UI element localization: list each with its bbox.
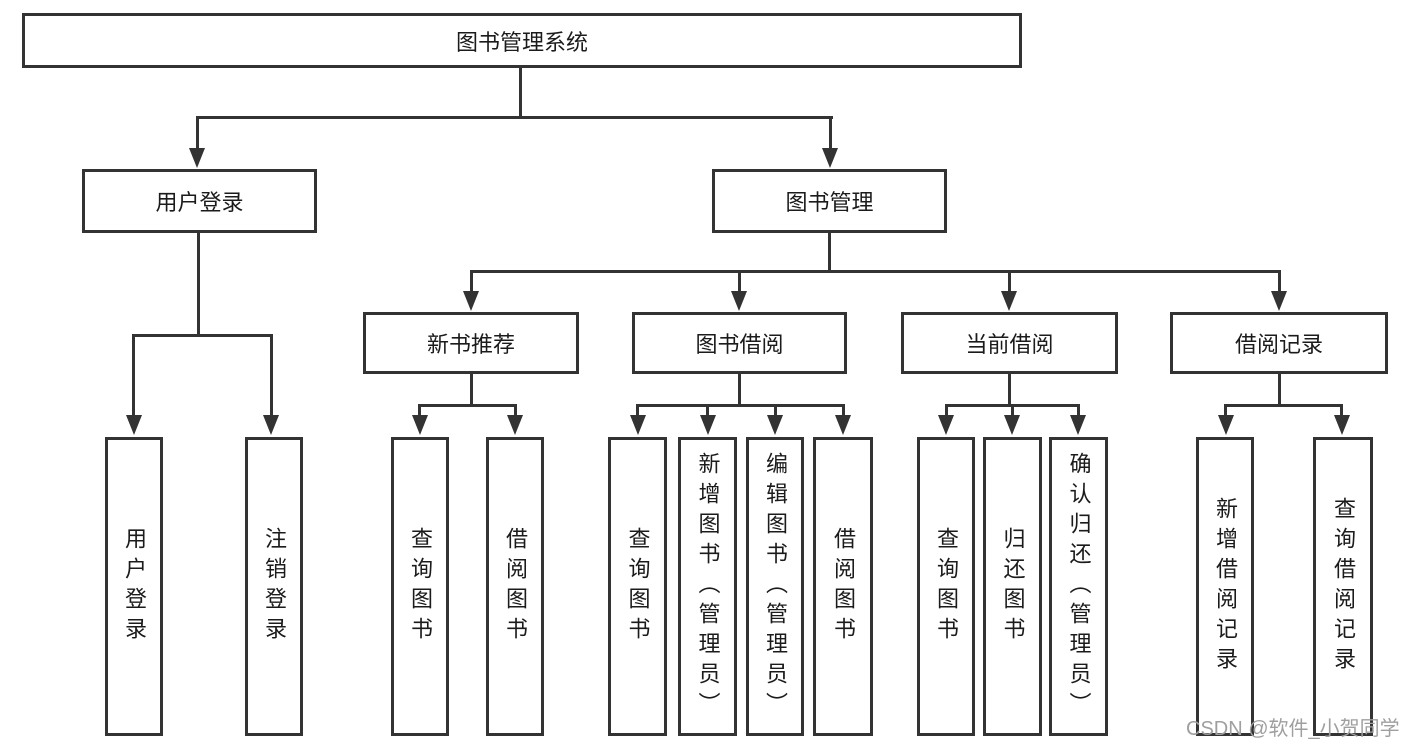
node-book-management-label: 图书管理 bbox=[785, 190, 874, 215]
node-user-login: 用户登录 bbox=[82, 169, 317, 233]
leaf-user-login-label: 用户登录 bbox=[122, 526, 147, 647]
leaf-newbook-borrow: 借阅图书 bbox=[486, 437, 544, 736]
connector-book-mgmt-stub bbox=[828, 233, 831, 273]
connector-branch-line bbox=[706, 404, 709, 419]
connector-split bbox=[1224, 404, 1343, 407]
connector-branch-line bbox=[1008, 270, 1011, 295]
arrow-down-icon bbox=[1070, 415, 1086, 435]
leaf-borrow-search-label: 查询图书 bbox=[625, 526, 651, 647]
node-new-book-recommend: 新书推荐 bbox=[363, 312, 579, 374]
connector-root-stub bbox=[519, 68, 522, 118]
leaf-current-return: 归还图书 bbox=[983, 437, 1042, 736]
arrow-down-icon bbox=[1218, 415, 1234, 435]
node-current-borrow: 当前借阅 bbox=[901, 312, 1118, 374]
arrow-down-icon bbox=[189, 148, 205, 168]
connector-user-login-split bbox=[132, 334, 272, 337]
arrow-down-icon bbox=[835, 415, 851, 435]
arrow-down-icon bbox=[822, 148, 838, 168]
connector-branch-line bbox=[1011, 404, 1014, 419]
node-book-borrow-label: 图书借阅 bbox=[695, 332, 784, 357]
connector-root-split bbox=[196, 116, 833, 119]
arrow-down-icon bbox=[412, 415, 428, 435]
leaf-logout-label: 注销登录 bbox=[262, 526, 287, 647]
arrow-down-icon bbox=[1334, 415, 1350, 435]
connector-branch-line bbox=[1224, 404, 1227, 419]
leaf-newbook-borrow-label: 借阅图书 bbox=[503, 526, 528, 647]
connector-branch-line bbox=[1278, 270, 1281, 295]
node-book-management: 图书管理 bbox=[712, 169, 947, 233]
connector-stub bbox=[738, 374, 741, 406]
connector-branch-line bbox=[196, 116, 199, 152]
connector-split bbox=[636, 404, 845, 407]
connector-branch-line bbox=[636, 404, 639, 419]
arrow-down-icon bbox=[463, 291, 479, 311]
leaf-user-login: 用户登录 bbox=[105, 437, 163, 736]
arrow-down-icon bbox=[767, 415, 783, 435]
leaf-current-confirm-return: 确认归还（管理员） bbox=[1049, 437, 1108, 736]
node-new-book-recommend-label: 新书推荐 bbox=[426, 332, 515, 357]
arrow-down-icon bbox=[1271, 291, 1287, 311]
connector-branch-line bbox=[842, 404, 845, 419]
leaf-borrow-add-book-label: 新增图书（管理员） bbox=[695, 451, 721, 722]
csdn-watermark: CSDN @软件_小贺同学 bbox=[1186, 718, 1400, 740]
node-root: 图书管理系统 bbox=[22, 13, 1022, 68]
leaf-borrow-search: 查询图书 bbox=[608, 437, 667, 736]
arrow-down-icon bbox=[700, 415, 716, 435]
arrow-down-icon bbox=[630, 415, 646, 435]
leaf-record-add-label: 新增借阅记录 bbox=[1213, 496, 1238, 677]
arrow-down-icon bbox=[263, 415, 279, 435]
connector-branch-line bbox=[1340, 404, 1343, 419]
arrow-down-icon bbox=[126, 415, 142, 435]
arrow-down-icon bbox=[1001, 291, 1017, 311]
arrow-down-icon bbox=[1004, 415, 1020, 435]
leaf-borrow-book-label: 借阅图书 bbox=[831, 526, 856, 647]
connector-branch-line bbox=[270, 334, 273, 419]
node-user-login-label: 用户登录 bbox=[155, 190, 244, 215]
leaf-borrow-book: 借阅图书 bbox=[813, 437, 873, 736]
connector-split bbox=[418, 404, 517, 407]
connector-book-mgmt-split bbox=[470, 270, 1281, 273]
node-borrow-records-label: 借阅记录 bbox=[1234, 332, 1323, 357]
arrow-down-icon bbox=[731, 291, 747, 311]
connector-branch-line bbox=[1077, 404, 1080, 419]
leaf-current-search: 查询图书 bbox=[917, 437, 975, 736]
connector-branch-line bbox=[132, 334, 135, 419]
leaf-record-add: 新增借阅记录 bbox=[1196, 437, 1254, 736]
connector-branch-line bbox=[774, 404, 777, 419]
connector-user-login-stub bbox=[197, 233, 200, 335]
node-borrow-records: 借阅记录 bbox=[1170, 312, 1388, 374]
connector-branch-line bbox=[738, 270, 741, 295]
node-root-label: 图书管理系统 bbox=[455, 29, 588, 55]
leaf-record-search: 查询借阅记录 bbox=[1313, 437, 1373, 736]
connector-branch-line bbox=[514, 404, 517, 419]
connector-branch-line bbox=[470, 270, 473, 295]
leaf-record-search-label: 查询借阅记录 bbox=[1331, 496, 1356, 677]
arrow-down-icon bbox=[507, 415, 523, 435]
connector-branch-line bbox=[945, 404, 948, 419]
connector-branch-line bbox=[829, 116, 832, 152]
leaf-current-return-label: 归还图书 bbox=[1000, 526, 1026, 647]
connector-stub bbox=[470, 374, 473, 406]
connector-stub bbox=[1278, 374, 1281, 406]
arrow-down-icon bbox=[938, 415, 954, 435]
node-current-borrow-label: 当前借阅 bbox=[965, 332, 1054, 357]
leaf-current-search-label: 查询图书 bbox=[934, 526, 959, 647]
leaf-logout: 注销登录 bbox=[245, 437, 303, 736]
node-book-borrow: 图书借阅 bbox=[632, 312, 847, 374]
leaf-newbook-search: 查询图书 bbox=[391, 437, 449, 736]
leaf-current-confirm-return-label: 确认归还（管理员） bbox=[1066, 451, 1092, 722]
leaf-borrow-edit-book-label: 编辑图书（管理员） bbox=[763, 451, 788, 722]
leaf-borrow-add-book: 新增图书（管理员） bbox=[678, 437, 737, 736]
leaf-newbook-search-label: 查询图书 bbox=[408, 526, 433, 647]
connector-branch-line bbox=[418, 404, 421, 419]
leaf-borrow-edit-book: 编辑图书（管理员） bbox=[746, 437, 804, 736]
connector-stub bbox=[1008, 374, 1011, 406]
